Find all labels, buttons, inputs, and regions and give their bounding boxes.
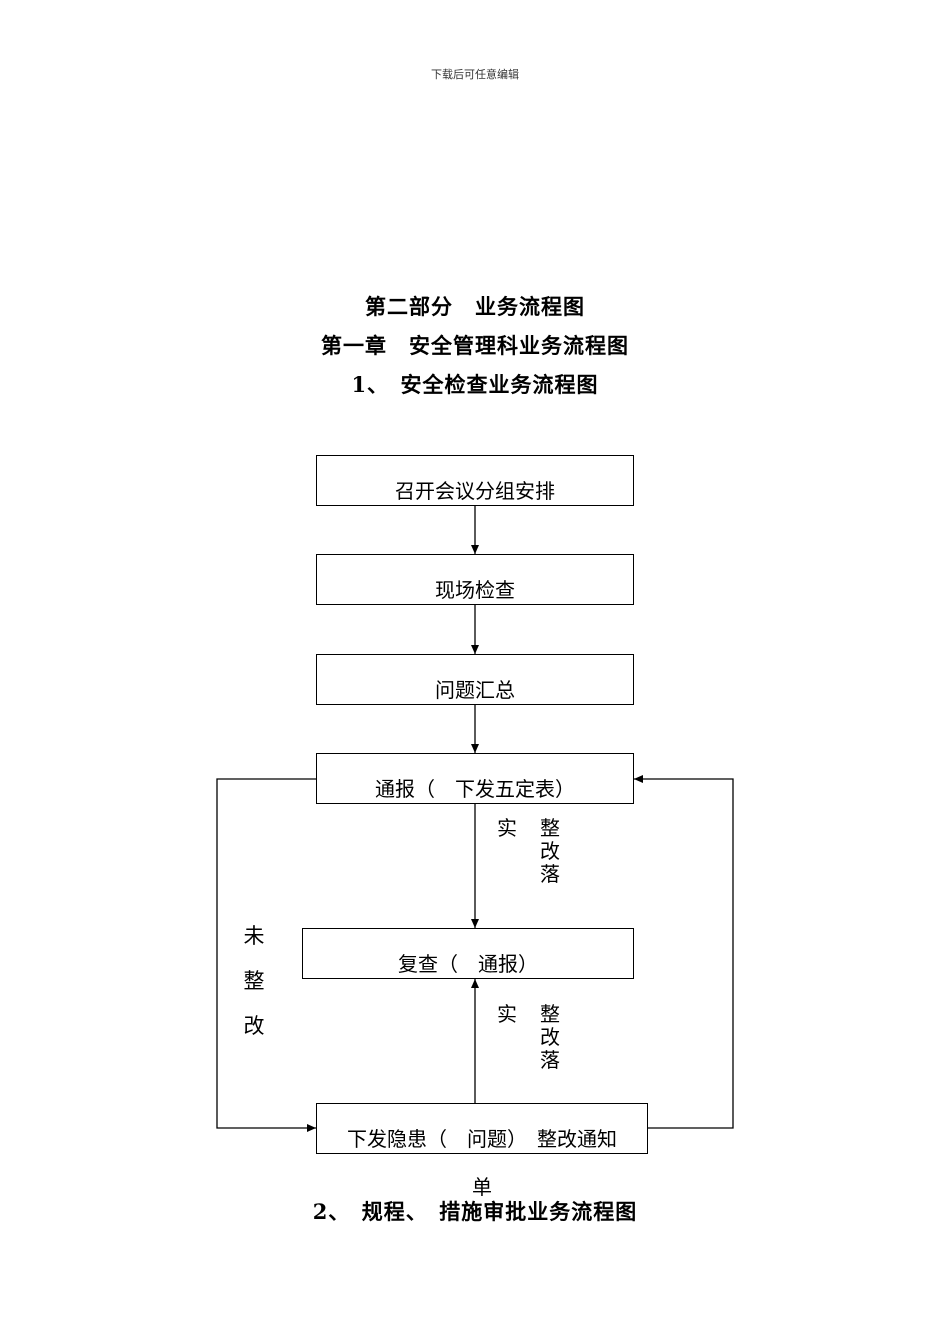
arrow-loop-left: [216, 778, 317, 1132]
flow-box-summary: 问题汇总: [316, 654, 634, 705]
flow-box-meeting: 召开会议分组安排: [316, 455, 634, 506]
flow-box-recheck: 复查（ 通报）: [302, 928, 634, 979]
label-upper-shi: 实: [497, 816, 517, 840]
arrow-loop-right: [634, 775, 734, 1129]
header-note: 下载后可任意编辑: [431, 68, 519, 81]
section2-title: 2、 规程、 措施审批业务流程图: [312, 1199, 638, 1224]
label-upper-rectify: 整 改 落: [540, 816, 560, 886]
flow-box-notice: 通报（ 下发五定表）: [316, 753, 634, 804]
rectify-notice-wrap: 单: [472, 1175, 492, 1199]
flow-box-rectify-notice: 下发隐患（ 问题） 整改通知: [316, 1103, 648, 1154]
label-lower-shi: 实: [497, 1002, 517, 1026]
label-not-rectified: 未 整 改: [243, 924, 265, 1038]
part-title: 第二部分 业务流程图: [365, 294, 585, 319]
chapter-title: 第一章 安全管理科业务流程图: [321, 333, 629, 358]
section1-title: 1、 安全检查业务流程图: [351, 372, 599, 397]
label-lower-rectify: 整 改 落: [540, 1002, 560, 1072]
flow-box-inspection: 现场检查: [316, 554, 634, 605]
